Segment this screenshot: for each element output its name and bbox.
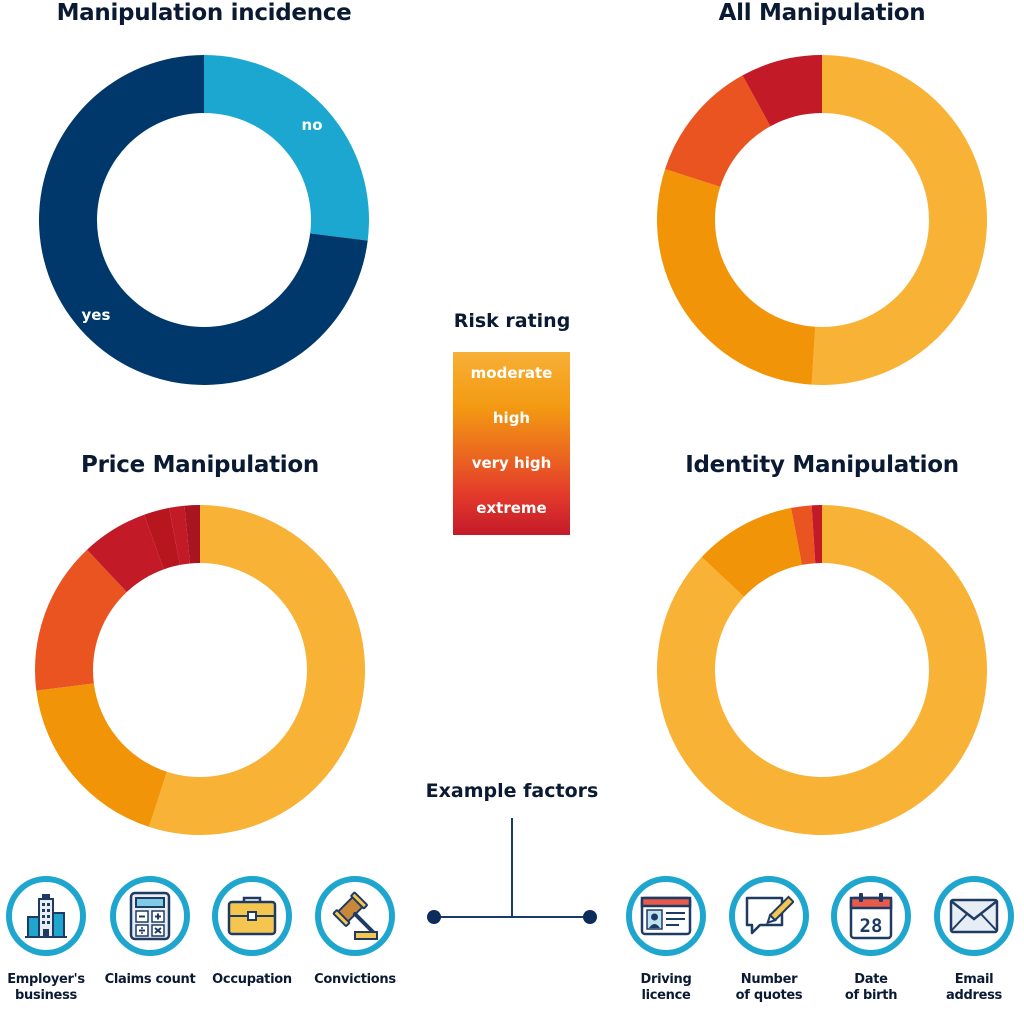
calendar-icon: 28 <box>849 893 893 940</box>
factor-label-employers-business: Employer's business <box>7 972 85 1003</box>
risk-rating-gradient: moderate high very high extreme <box>453 352 570 535</box>
all-slice-3 <box>742 55 822 127</box>
connector-vertical <box>511 818 513 918</box>
calculator-icon <box>129 891 171 941</box>
incidence-slice-0 <box>204 55 369 241</box>
calendar-day-text: 28 <box>860 915 883 937</box>
connector-dot-left <box>427 910 441 924</box>
factor-number-of-quotes <box>729 876 809 956</box>
identity-slice-0 <box>657 505 987 835</box>
factor-label-occupation: Occupation <box>212 972 292 987</box>
factor-claims-count <box>110 876 190 956</box>
price-slice-1 <box>36 683 167 827</box>
factor-label-claims-count: Claims count <box>104 972 196 987</box>
incidence-slice-label-0: no <box>302 116 323 134</box>
price-slice-4 <box>144 507 180 570</box>
incidence-slice-1 <box>39 55 368 386</box>
factor-driving-licence <box>626 876 706 956</box>
factor-label-convictions: Convictions <box>314 972 396 987</box>
factor-employers-business <box>6 876 86 956</box>
chart-title-all: All Manipulation <box>718 0 926 26</box>
briefcase-icon <box>227 896 277 936</box>
price-slice-3 <box>87 514 164 593</box>
risk-level-high: high <box>492 409 531 427</box>
factor-occupation <box>212 876 292 956</box>
donut-chart-price <box>35 505 366 835</box>
factor-label-email-address: Email address <box>946 972 1002 1003</box>
id-card-icon <box>640 896 692 936</box>
risk-level-extreme: extreme <box>476 499 547 517</box>
all-slice-0 <box>811 55 988 386</box>
identity-slice-1 <box>701 507 802 597</box>
risk-level-very-high: very high <box>471 454 552 472</box>
incidence-slice-label-1: yes <box>82 306 111 324</box>
risk-level-moderate: moderate <box>470 364 553 382</box>
donut-chart-identity <box>657 505 987 835</box>
all-slice-1 <box>657 169 816 385</box>
all-slice-2 <box>665 75 771 187</box>
factor-label-date-of-birth: Date of birth <box>844 972 898 1003</box>
example-factors-title: Example factors <box>425 780 599 802</box>
envelope-icon <box>949 898 999 934</box>
connector-dot-right <box>583 910 597 924</box>
identity-slice-3 <box>811 505 822 564</box>
price-slice-2 <box>35 549 127 691</box>
connector-horizontal <box>434 916 590 918</box>
factor-label-number-of-quotes: Number of quotes <box>735 972 803 1003</box>
price-slice-6 <box>184 505 200 564</box>
chart-title-identity: Identity Manipulation <box>685 452 959 478</box>
price-slice-5 <box>169 505 190 565</box>
chart-title-price: Price Manipulation <box>81 452 319 478</box>
chart-title-incidence: Manipulation incidence <box>56 0 352 26</box>
factor-email-address <box>934 876 1014 956</box>
donut-chart-incidence: no yes <box>39 55 369 386</box>
building-icon <box>25 894 67 938</box>
factor-label-driving-licence: Driving licence <box>640 972 692 1003</box>
factor-convictions <box>315 876 395 956</box>
speech-bubble-pen-icon <box>745 895 794 935</box>
price-slice-0 <box>149 505 366 835</box>
factor-date-of-birth: 28 <box>831 876 911 956</box>
gavel-icon <box>332 891 378 940</box>
donut-chart-all <box>657 55 988 386</box>
identity-slice-2 <box>791 505 816 565</box>
risk-rating-title: Risk rating <box>453 310 571 332</box>
